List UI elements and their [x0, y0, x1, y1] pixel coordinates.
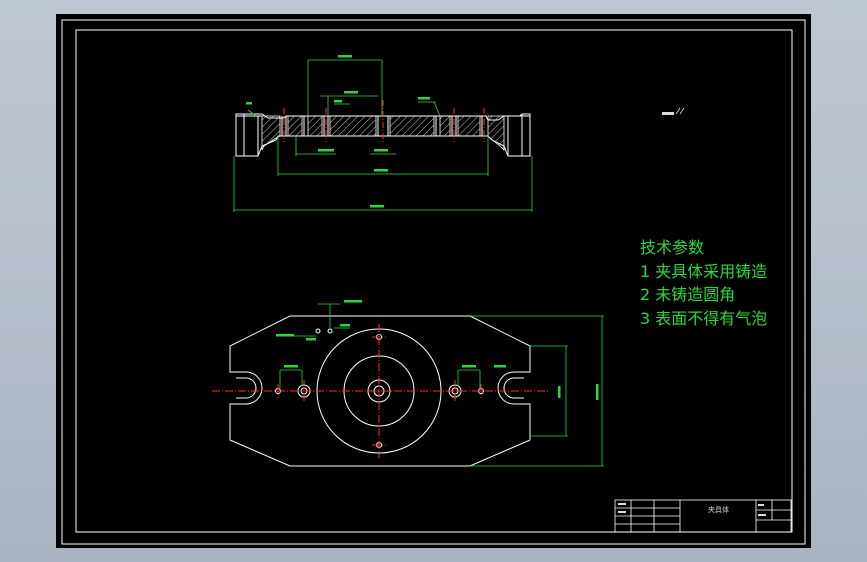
title-block-marks	[618, 503, 766, 516]
drawing-sheet	[56, 14, 811, 548]
technical-note-3: 3 表面不得有气泡	[640, 307, 767, 331]
plan-view	[212, 300, 604, 467]
plan-centerlines	[212, 324, 548, 458]
technical-notes-title: 技术参数	[640, 238, 705, 257]
section-dimensions	[233, 59, 533, 212]
plan-outline	[229, 315, 531, 467]
inner-border	[75, 29, 793, 533]
technical-note-1: 1 夹具体采用铸造	[640, 260, 767, 284]
outer-border	[61, 19, 806, 545]
section-outline	[235, 113, 531, 157]
section-dim-labels	[246, 55, 430, 208]
plan-slots	[236, 377, 524, 399]
section-hatch	[261, 115, 505, 151]
plan-dim-labels	[276, 300, 599, 400]
section-centerlines	[283, 100, 485, 144]
technical-note-2: 2 未铸造圆角	[640, 283, 767, 307]
section-bores	[281, 116, 483, 136]
note-text: 表面不得有气泡	[655, 308, 768, 328]
technical-notes: 技术参数 1 夹具体采用铸造 2 未铸造圆角 3 表面不得有气泡	[640, 236, 767, 330]
note-number: 2	[640, 285, 651, 304]
plan-dimensions	[279, 303, 604, 467]
note-text: 夹具体采用铸造	[655, 261, 768, 281]
title-block-part-name: 夹具体	[708, 506, 729, 514]
note-text: 未铸造圆角	[655, 285, 736, 304]
title-block	[614, 499, 792, 533]
note-number: 1	[640, 261, 651, 281]
section-view	[233, 55, 533, 212]
note-number: 3	[640, 308, 651, 328]
view-annotation	[662, 112, 674, 115]
view-annotation-mark	[675, 107, 681, 115]
view-annotation-mark-2	[679, 107, 685, 115]
